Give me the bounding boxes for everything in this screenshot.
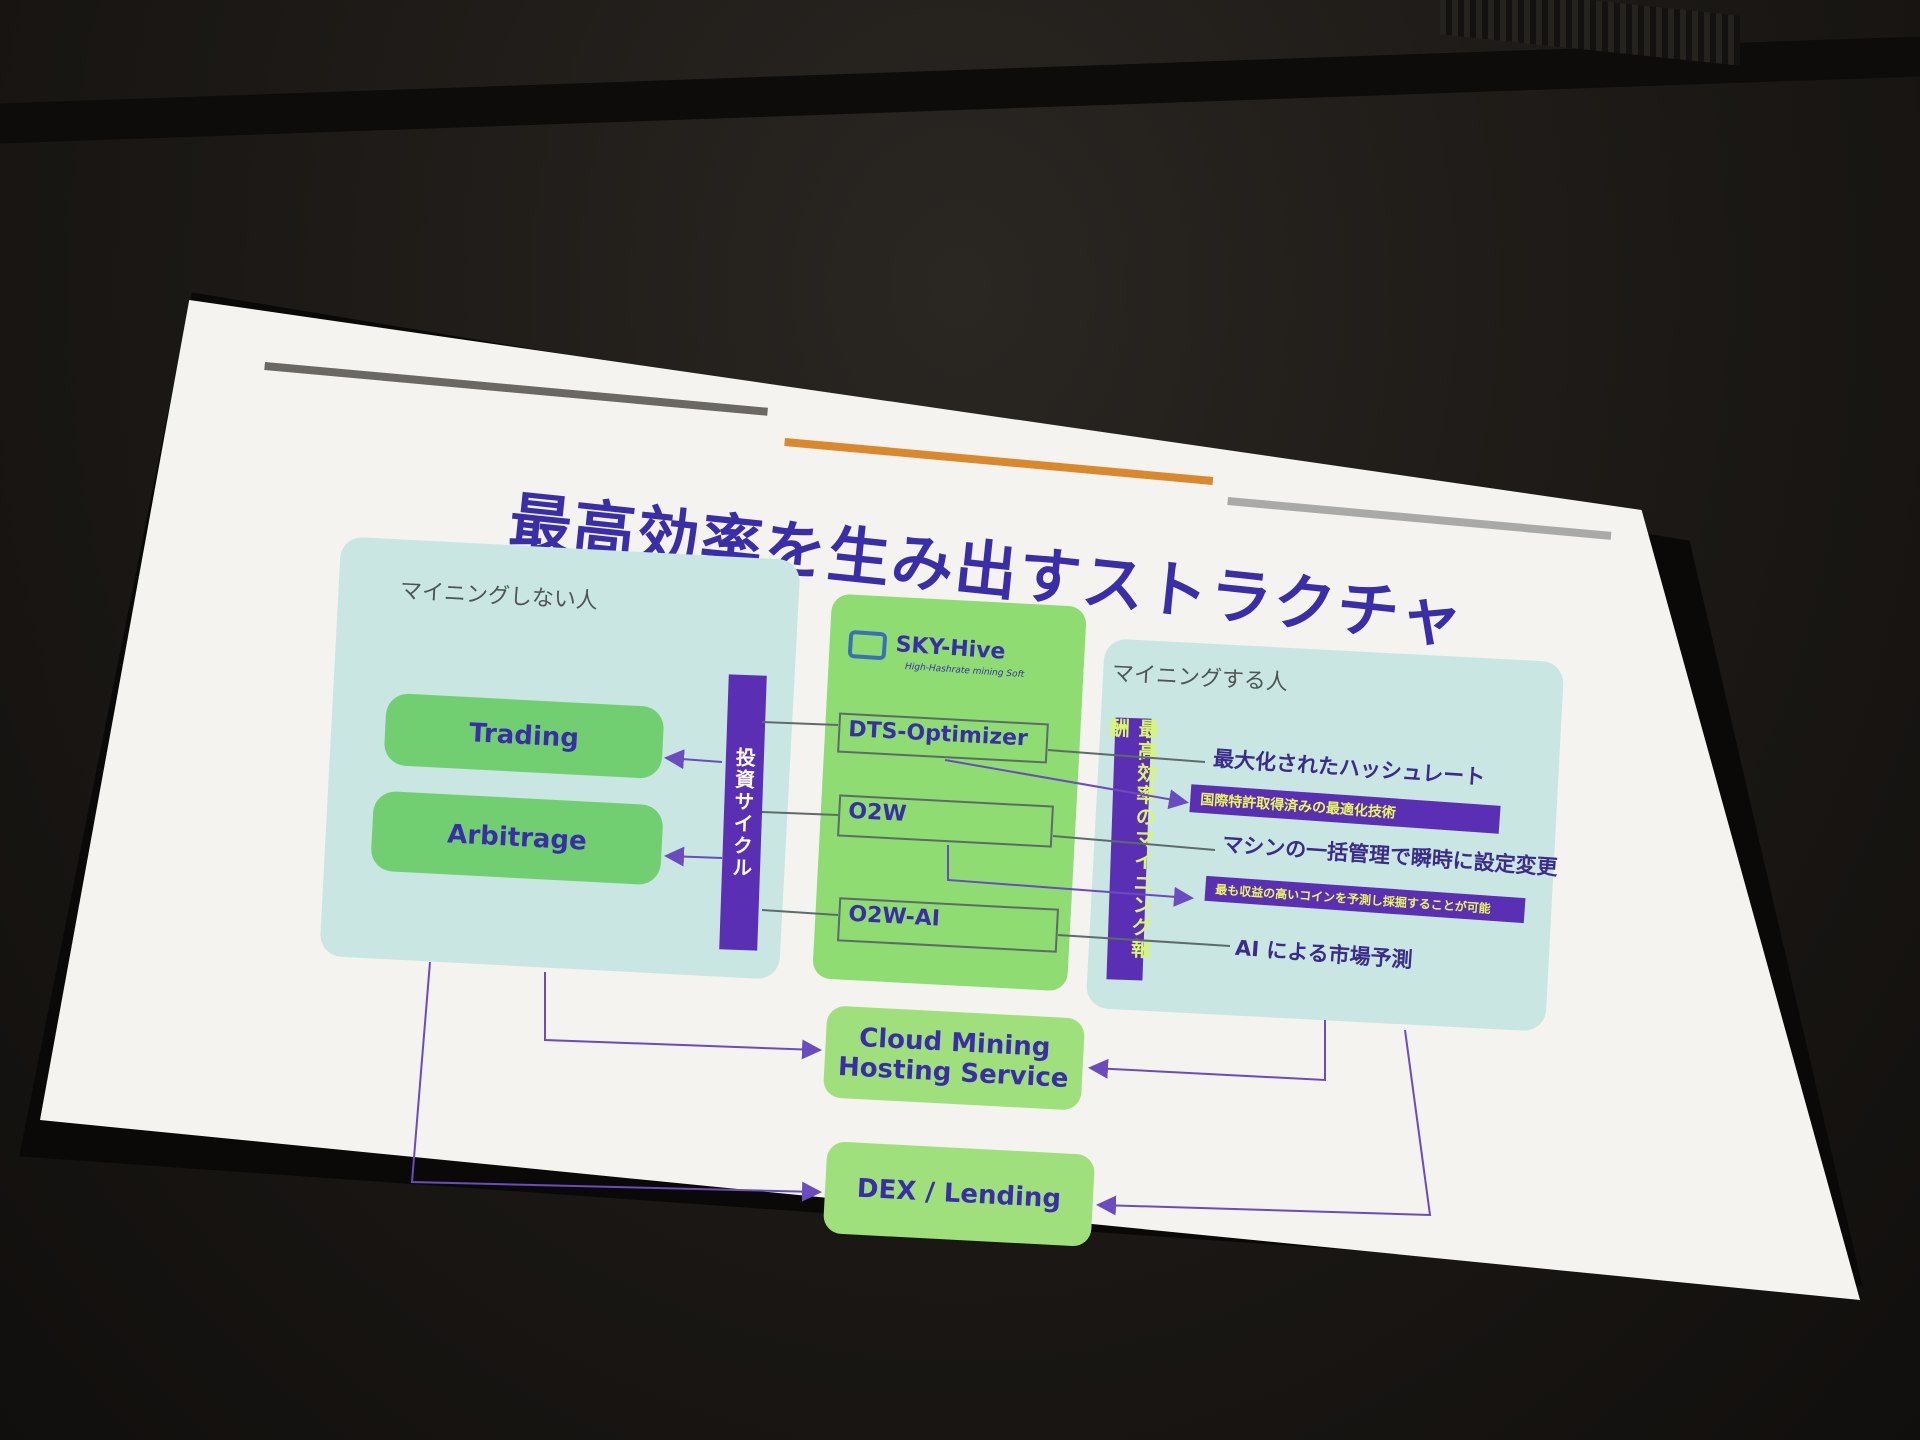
connector-o2w-right bbox=[1053, 836, 1215, 850]
connector-o2w-left bbox=[762, 812, 838, 815]
arrow-right-to-cloud bbox=[1092, 1020, 1325, 1080]
arrow-right-to-dex bbox=[1100, 1030, 1430, 1215]
arrow-left-to-dex bbox=[412, 962, 818, 1192]
arrow-to-trading bbox=[668, 758, 722, 762]
connector-optimizer-left bbox=[762, 722, 838, 725]
connector-o2wai-left bbox=[762, 910, 838, 915]
arrow-optimizer-tag bbox=[945, 760, 1185, 802]
arrow-o2w-tag bbox=[948, 845, 1190, 898]
connector-o2wai-right bbox=[1058, 935, 1230, 946]
arrow-left-to-cloud bbox=[545, 972, 818, 1050]
connector-optimizer-right bbox=[1048, 750, 1205, 762]
arrow-to-arbitrage bbox=[668, 856, 722, 858]
